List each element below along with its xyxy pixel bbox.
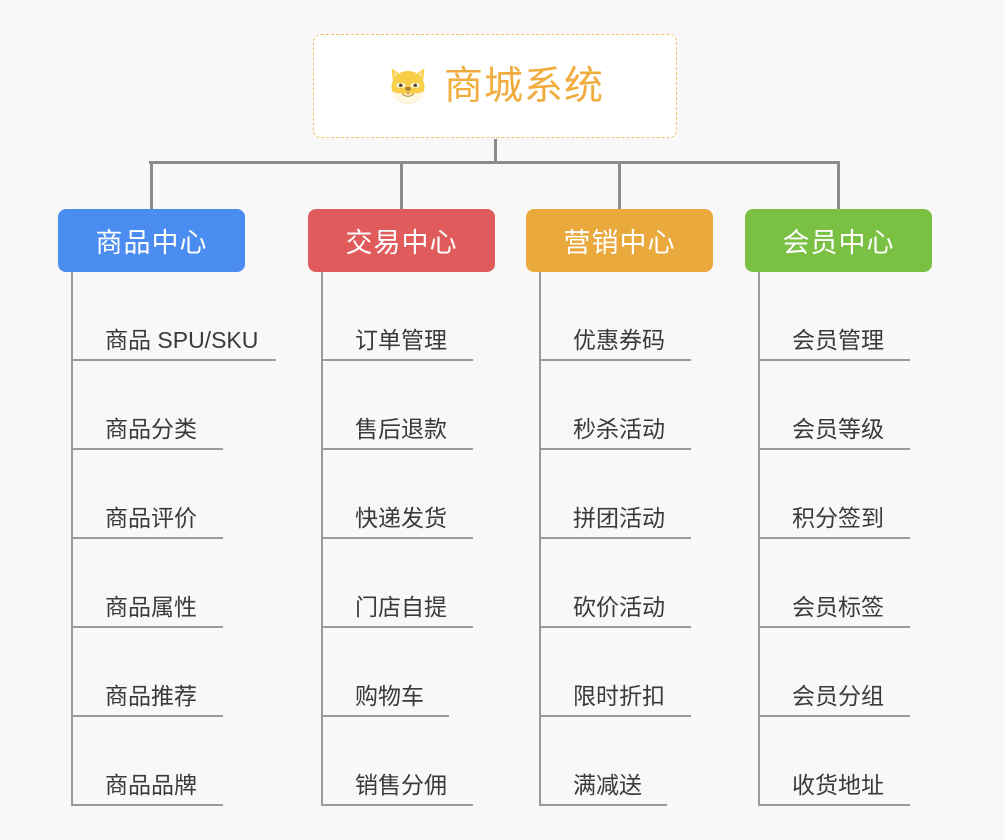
leaf-item-label: 秒杀活动 xyxy=(573,416,665,443)
leaf-item-label: 商品 SPU/SKU xyxy=(105,327,259,354)
branch-connector-1 xyxy=(150,161,153,210)
leaf-item[interactable]: 商品品牌 xyxy=(71,717,223,806)
root-stem-connector xyxy=(494,139,497,164)
leaf-item[interactable]: 积分签到 xyxy=(758,450,910,539)
leaf-item-label: 商品分类 xyxy=(105,416,197,443)
leaf-item[interactable]: 秒杀活动 xyxy=(539,361,691,450)
leaf-item[interactable]: 售后退款 xyxy=(321,361,473,450)
leaf-item[interactable]: 商品属性 xyxy=(71,539,223,628)
leaf-item-label: 砍价活动 xyxy=(573,594,665,621)
category-label: 会员中心 xyxy=(782,228,895,258)
shiba-dog-face-icon xyxy=(391,68,425,104)
leaf-item[interactable]: 门店自提 xyxy=(321,539,473,628)
leaf-item[interactable]: 拼团活动 xyxy=(539,450,691,539)
category-label: 营销中心 xyxy=(563,228,676,258)
leaf-item[interactable]: 商品评价 xyxy=(71,450,223,539)
leaf-item[interactable]: 收货地址 xyxy=(758,717,910,806)
branch-bus-connector xyxy=(149,161,840,164)
leaf-item-label: 购物车 xyxy=(355,683,424,710)
column-spine xyxy=(539,272,541,806)
column-spine xyxy=(321,272,323,806)
leaf-item-label: 商品属性 xyxy=(105,594,197,621)
leaf-item[interactable]: 会员分组 xyxy=(758,628,910,717)
leaf-item-label: 订单管理 xyxy=(355,327,447,354)
leaf-item-label: 快递发货 xyxy=(355,505,447,532)
leaf-item-label: 收货地址 xyxy=(792,772,884,799)
leaf-item[interactable]: 限时折扣 xyxy=(539,628,691,717)
root-node[interactable]: 商城系统 xyxy=(313,34,677,138)
leaf-item-label: 销售分佣 xyxy=(355,772,447,799)
leaf-item-label: 拼团活动 xyxy=(573,505,665,532)
leaf-item[interactable]: 会员管理 xyxy=(758,272,910,361)
leaf-item-label: 限时折扣 xyxy=(573,683,665,710)
leaf-item-label: 商品推荐 xyxy=(105,683,197,710)
column-spine xyxy=(758,272,760,806)
category-box-2[interactable]: 交易中心 xyxy=(308,209,495,272)
leaf-item[interactable]: 会员标签 xyxy=(758,539,910,628)
leaf-item[interactable]: 商品分类 xyxy=(71,361,223,450)
leaf-item-label: 积分签到 xyxy=(792,505,884,532)
leaf-item-label: 会员等级 xyxy=(792,416,884,443)
leaf-column-4: 会员管理会员等级积分签到会员标签会员分组收货地址 xyxy=(745,272,985,806)
leaf-item-label: 门店自提 xyxy=(355,594,447,621)
leaf-item[interactable]: 会员等级 xyxy=(758,361,910,450)
leaf-item[interactable]: 快递发货 xyxy=(321,450,473,539)
category-box-1[interactable]: 商品中心 xyxy=(58,209,245,272)
branch-connector-2 xyxy=(400,161,403,210)
category-label: 交易中心 xyxy=(345,228,458,258)
branch-connector-3 xyxy=(618,161,621,210)
leaf-item[interactable]: 购物车 xyxy=(321,628,449,717)
column-spine xyxy=(71,272,73,806)
leaf-item[interactable]: 满减送 xyxy=(539,717,667,806)
leaf-column-2: 订单管理售后退款快递发货门店自提购物车销售分佣 xyxy=(308,272,548,806)
leaf-item-label: 会员标签 xyxy=(792,594,884,621)
leaf-item-label: 满减送 xyxy=(573,772,642,799)
leaf-item[interactable]: 商品推荐 xyxy=(71,628,223,717)
leaf-column-1: 商品 SPU/SKU 商品分类商品评价商品属性商品推荐商品品牌 xyxy=(58,272,298,806)
leaf-item[interactable]: 销售分佣 xyxy=(321,717,473,806)
leaf-item-label: 优惠券码 xyxy=(573,327,665,354)
leaf-item[interactable]: 优惠券码 xyxy=(539,272,691,361)
category-box-4[interactable]: 会员中心 xyxy=(745,209,932,272)
leaf-item-label: 商品评价 xyxy=(105,505,197,532)
leaf-item-label: 会员管理 xyxy=(792,327,884,354)
leaf-item[interactable]: 商品 SPU/SKU xyxy=(71,272,276,361)
leaf-item-label: 售后退款 xyxy=(355,416,447,443)
category-label: 商品中心 xyxy=(95,228,208,258)
leaf-column-3: 优惠券码秒杀活动拼团活动砍价活动限时折扣满减送 xyxy=(526,272,766,806)
category-box-3[interactable]: 营销中心 xyxy=(526,209,713,272)
leaf-item[interactable]: 订单管理 xyxy=(321,272,473,361)
leaf-item[interactable]: 砍价活动 xyxy=(539,539,691,628)
leaf-item-label: 会员分组 xyxy=(792,683,884,710)
branch-connector-4 xyxy=(837,161,840,210)
leaf-item-label: 商品品牌 xyxy=(105,772,197,799)
root-title: 商城系统 xyxy=(443,64,604,108)
